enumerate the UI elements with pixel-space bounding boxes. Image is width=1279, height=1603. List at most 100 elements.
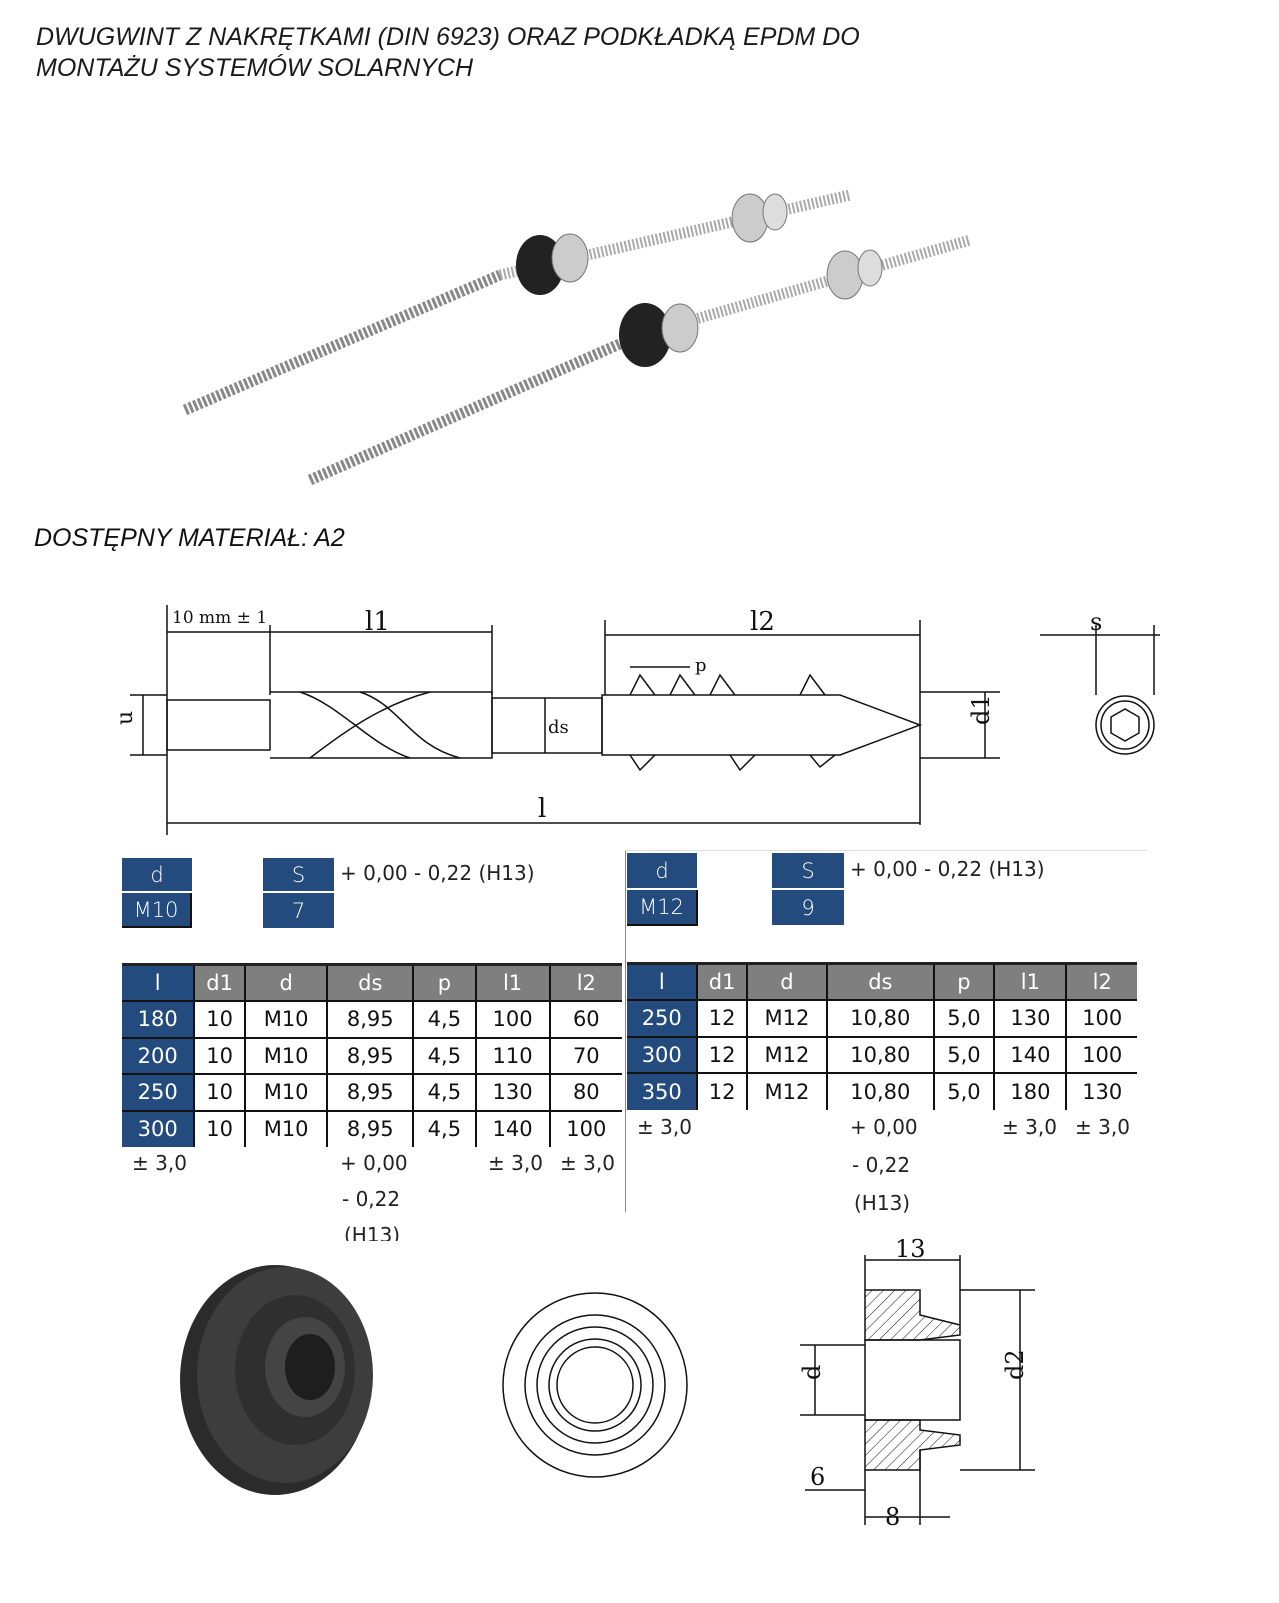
- dim-d2: d2: [1001, 1349, 1029, 1380]
- m10-col-header: l1: [475, 963, 551, 1002]
- m12-col-header: l1: [994, 962, 1068, 1001]
- m12-cell-ds: 10,80: [827, 1036, 935, 1074]
- m10-cell-l: 300: [122, 1110, 196, 1147]
- m12-s-tolerance: + 0,00 - 0,22 (H13): [850, 857, 1045, 881]
- m12-cell-d: M12: [746, 1036, 829, 1074]
- m12-tol-ds-1: + 0,00: [850, 1115, 918, 1139]
- top-divider: [625, 850, 1147, 851]
- m10-cell-d1: 10: [194, 1074, 246, 1112]
- m10-col-header: l2: [549, 963, 622, 1002]
- m12-cell-d: M12: [746, 1000, 829, 1038]
- label-d1: d1: [967, 694, 995, 725]
- epdm-washer-render: [180, 1265, 373, 1495]
- m10-cell-d1: 10: [194, 1037, 246, 1075]
- m10-tol-l2: ± 3,0: [560, 1151, 615, 1175]
- m10-cell-l2: 100: [566, 1117, 607, 1142]
- label-l1: l1: [365, 607, 390, 637]
- m10-s-tolerance: + 0,00 - 0,22 (H13): [340, 861, 535, 885]
- m12-cell-d1: 12: [697, 1073, 748, 1110]
- dim-d: d: [798, 1365, 826, 1380]
- title-line-2: MONTAŻU SYSTEMÓW SOLARNYCH: [36, 54, 474, 82]
- m12-cell-p: 5,0: [933, 1073, 996, 1110]
- label-p: p: [695, 655, 707, 676]
- m12-cell-l2: 100: [1066, 1036, 1137, 1074]
- m10-tol-l: ± 3,0: [132, 1151, 187, 1175]
- column-divider: [625, 850, 626, 1212]
- m10-cell-p: 4,5: [413, 1074, 477, 1112]
- m12-d-header: d: [627, 853, 697, 888]
- m12-cell-l: 300: [627, 1036, 699, 1074]
- m10-col-header: ds: [327, 963, 415, 1002]
- m10-cell-l1: 130: [475, 1074, 551, 1112]
- m12-cell-d1: 12: [697, 1036, 748, 1074]
- label-l2: l2: [750, 607, 775, 637]
- washer-section-drawing: 13 d d2 6 8: [798, 1235, 1035, 1531]
- m10-cell-p: 4,5: [413, 1001, 477, 1039]
- m12-cell-l1: 130: [994, 1000, 1068, 1038]
- m12-tol-ds-2: - 0,22: [852, 1153, 911, 1177]
- m10-cell-l: 180: [122, 1001, 196, 1039]
- m10-tol-ds-1: + 0,00: [340, 1151, 408, 1175]
- m10-col-header: d1: [194, 963, 246, 1002]
- m10-cell-p: 4,5: [413, 1037, 477, 1075]
- m10-cell-d: M10: [244, 1001, 329, 1039]
- m10-cell-d1: 10: [194, 1110, 246, 1147]
- m10-cell-d: M10: [244, 1110, 329, 1147]
- screw-2: [307, 234, 972, 486]
- m12-tol-ds-3: (H13): [854, 1191, 911, 1215]
- m12-cell-l: 250: [627, 1000, 699, 1038]
- washer-top-view: [502, 1292, 688, 1478]
- m10-cell-l: 200: [122, 1037, 196, 1075]
- label-u: u: [113, 711, 138, 725]
- screw-1: [182, 189, 852, 416]
- m12-col-header: p: [933, 962, 996, 1001]
- m10-s-header: S: [263, 858, 334, 891]
- m12-cell-l2: 130: [1082, 1079, 1123, 1104]
- m12-cell-d: M12: [746, 1073, 829, 1110]
- dim-8: 8: [885, 1503, 900, 1531]
- m12-col-header: ds: [827, 962, 935, 1001]
- m10-cell-l2: 70: [549, 1037, 622, 1075]
- product-photo: [182, 189, 972, 486]
- title-line-1: DWUGWINT Z NAKRĘTKAMI (DIN 6923) ORAZ PO…: [36, 23, 860, 51]
- m10-s-value: 7: [263, 893, 334, 928]
- m10-col-header: d: [244, 963, 329, 1002]
- label-10mm: 10 mm ± 1: [172, 608, 267, 628]
- label-s: s: [1090, 608, 1102, 636]
- m10-cell-p: 4,5: [413, 1110, 477, 1147]
- m10-d-value: M10: [122, 893, 192, 928]
- m12-cell-p: 5,0: [933, 1036, 996, 1074]
- m12-cell-l2: 100: [1066, 1000, 1137, 1038]
- m10-cell-l1: 100: [475, 1001, 551, 1039]
- m10-cell-ds: 8,95: [327, 1037, 415, 1075]
- m12-tol-l: ± 3,0: [637, 1115, 692, 1139]
- m10-cell-l1: 140: [475, 1110, 551, 1147]
- m12-col-header: d: [746, 962, 829, 1001]
- m12-s-header: S: [772, 853, 844, 888]
- page-title: DWUGWINT Z NAKRĘTKAMI (DIN 6923) ORAZ PO…: [36, 22, 860, 84]
- m10-cell-l1: 110: [475, 1037, 551, 1075]
- m10-tol-ds-3: (H13): [344, 1223, 401, 1241]
- m10-d-header: d: [122, 858, 192, 891]
- m10-cell-l2: 80: [549, 1074, 622, 1112]
- m10-cell-ds: 8,95: [327, 1001, 415, 1039]
- m12-tol-l2: ± 3,0: [1075, 1115, 1130, 1139]
- m10-cell-d1: 10: [194, 1001, 246, 1039]
- screw-technical-drawing: 10 mm ± 1 l1 l2 p s u ds d1 l: [113, 605, 1160, 835]
- m12-tol-l1: ± 3,0: [1002, 1115, 1057, 1139]
- m10-col-header: p: [413, 963, 477, 1002]
- dim-6: 6: [810, 1463, 825, 1491]
- dim-13: 13: [895, 1235, 926, 1263]
- m12-d-value: M12: [627, 890, 698, 926]
- m10-cell-d: M10: [244, 1037, 329, 1075]
- m12-col-header: d1: [697, 962, 748, 1001]
- m12-cell-ds: 10,80: [827, 1000, 935, 1038]
